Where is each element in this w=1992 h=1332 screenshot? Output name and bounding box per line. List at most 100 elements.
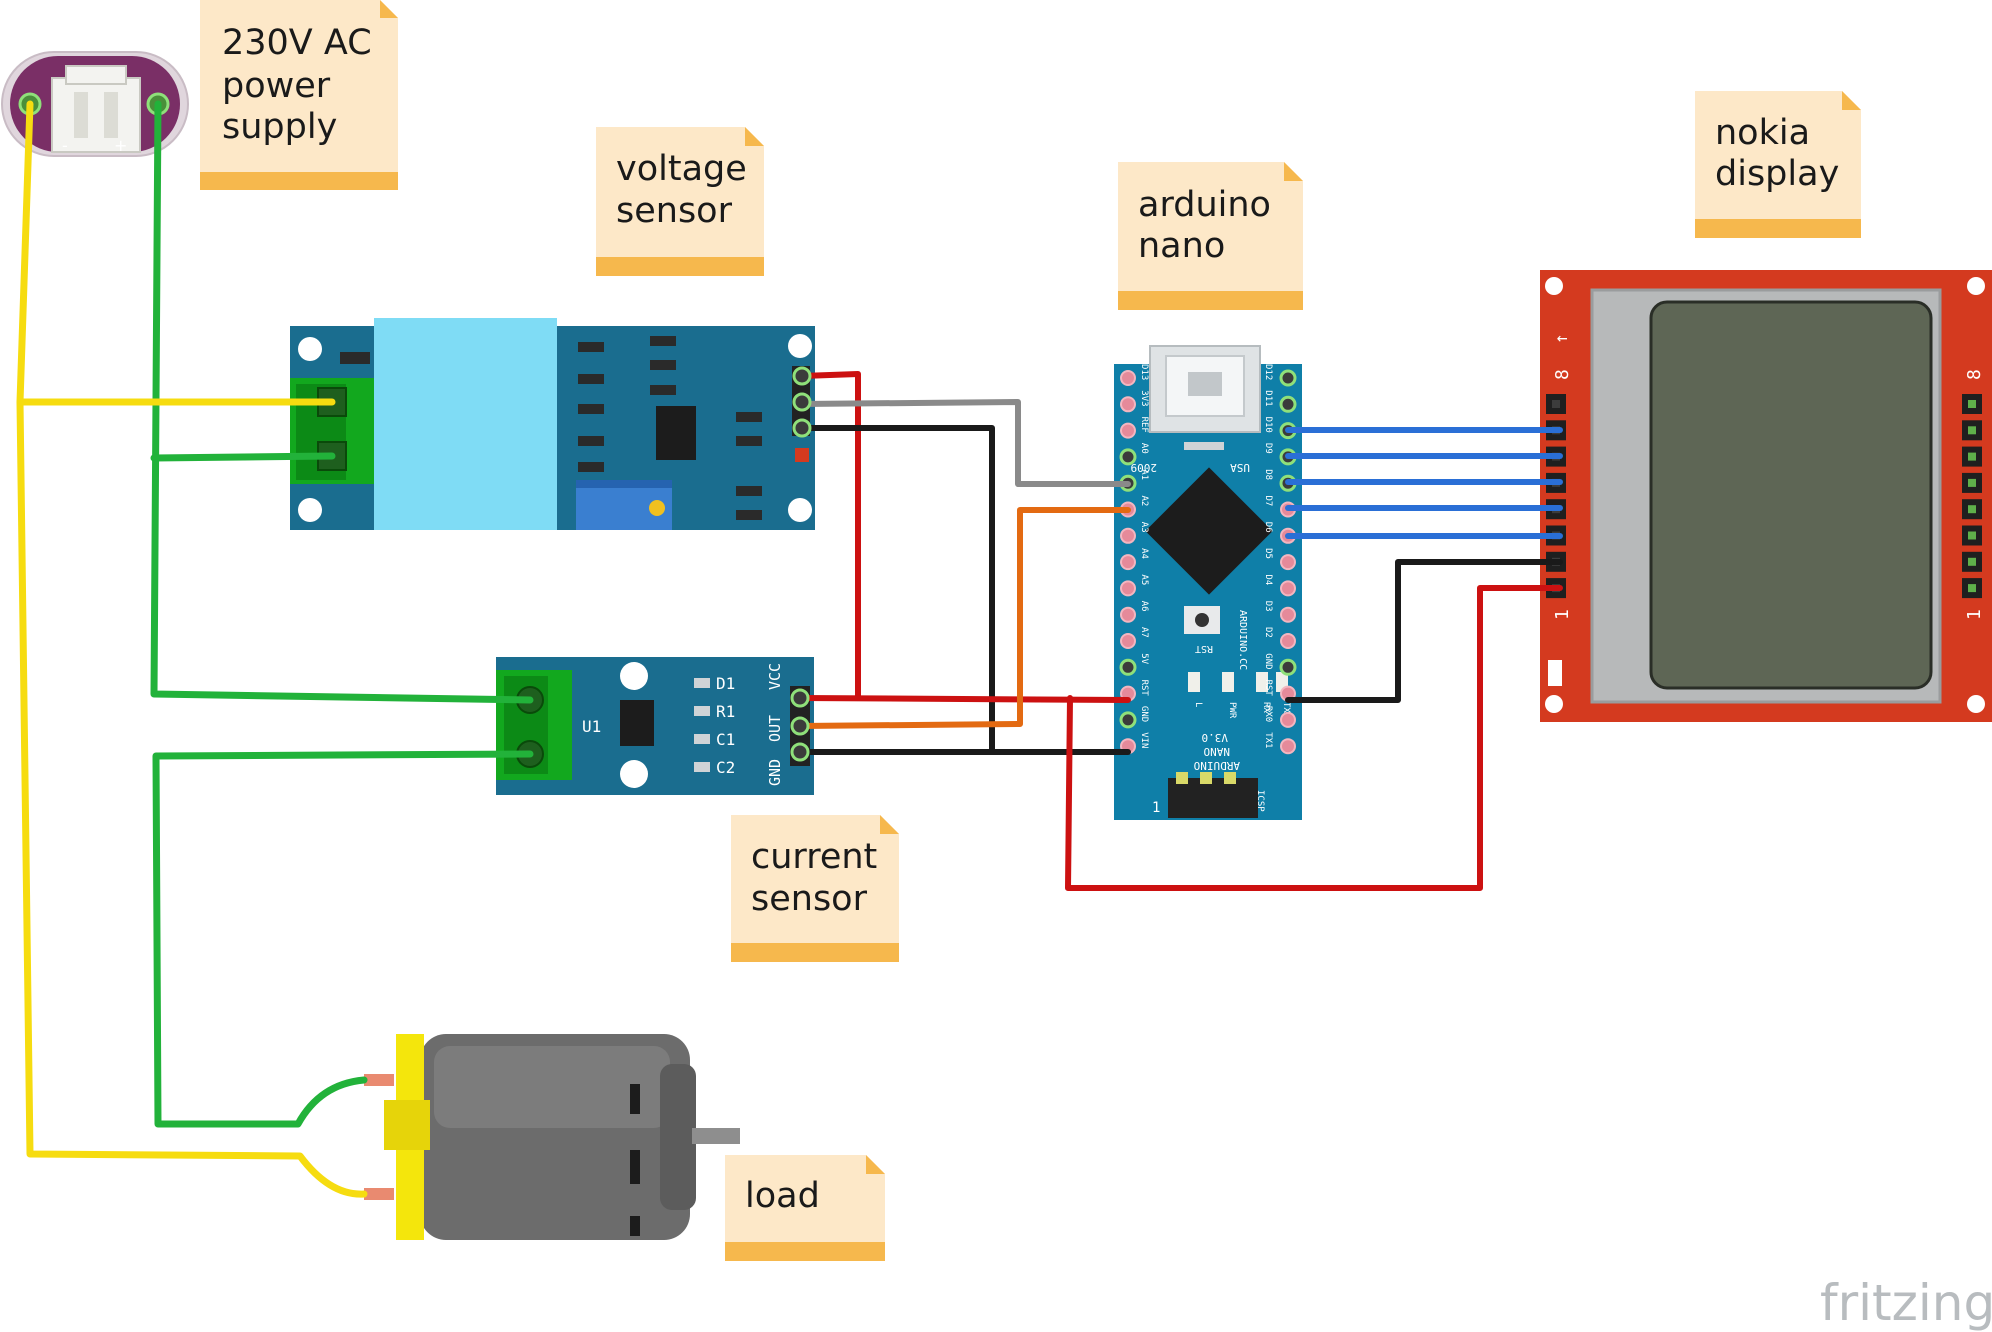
arduino-model-line-2: NANO	[1204, 745, 1231, 758]
arduino-icsp-label: ICSP	[1255, 790, 1265, 812]
power-supply-connector: - +	[1, 51, 189, 157]
arduino-pin-tx1	[1280, 738, 1296, 755]
arduino-pin-label: D4	[1263, 574, 1273, 585]
wires	[16, 100, 1563, 1198]
current-sensor-module: U1 D1 R1 C1 C2 VCC OUT GND	[496, 657, 814, 795]
wire-orange-current-out	[797, 507, 1131, 729]
note-voltage-sensor-line-2: sensor	[616, 191, 733, 231]
arduino-pin-a3	[1120, 527, 1136, 544]
arduino-pin-label: A1	[1139, 469, 1149, 480]
arduino-pin-d2	[1280, 633, 1296, 649]
arduino-pin-label: RST	[1263, 680, 1273, 697]
current-sensor-u1-label: U1	[582, 717, 601, 736]
note-voltage-sensor: voltage sensor	[596, 127, 764, 276]
arduino-pin-label: D3	[1263, 601, 1273, 612]
arduino-pin-d4	[1280, 580, 1296, 597]
arduino-led-tx-label: TX	[1281, 702, 1291, 713]
voltage-sensor-smd-parts	[578, 336, 762, 520]
nokia-header-pin-pad	[1968, 478, 1976, 487]
arduino-led-pwr-label: PWR	[1227, 702, 1237, 719]
arduino-status-leds	[1188, 672, 1288, 692]
nokia-right-pin-8-label: 8	[1964, 369, 1985, 380]
arduino-pin-label: D5	[1263, 548, 1273, 559]
arduino-pin-d3	[1280, 606, 1296, 623]
power-plus-label: +	[114, 136, 127, 155]
nokia-header-pin-pad	[1968, 426, 1976, 435]
arduino-pin-rx0	[1280, 711, 1296, 728]
wire-gray-voltage-out	[799, 399, 1131, 487]
arduino-pin-label: D8	[1263, 469, 1273, 480]
arduino-pin-ref	[1120, 422, 1136, 439]
arduino-pin-label: A3	[1139, 522, 1149, 533]
nokia-header-pin-pad	[1968, 505, 1976, 514]
voltage-sensor-pins	[792, 366, 812, 462]
note-power-supply: 230V AC power supply	[200, 0, 398, 190]
wire-yellow-psu-to-motor	[16, 100, 368, 1198]
arduino-pin-d12	[1279, 369, 1297, 387]
arduino-pin-d5	[1280, 554, 1296, 571]
arduino-pin-label: A7	[1139, 627, 1149, 638]
note-power-supply-line-3: supply	[222, 107, 337, 147]
nokia-right-pin-1-label: 1	[1964, 609, 1985, 620]
nokia-header-pin-pad	[1968, 584, 1976, 593]
note-arduino-nano-line-2: nano	[1138, 226, 1225, 266]
nokia-header-pin-pad	[1968, 531, 1976, 540]
arduino-pin-a7	[1120, 633, 1136, 649]
arduino-pin-label: GND	[1139, 706, 1149, 722]
note-current-sensor: current sensor	[731, 815, 899, 962]
nokia-header-pin-pad	[1968, 400, 1976, 408]
arduino-year-label: 2009	[1131, 461, 1158, 474]
note-current-sensor-line-1: current	[751, 837, 877, 877]
note-load-line-1: load	[745, 1176, 820, 1216]
arduino-led-rx-label: RX	[1261, 702, 1271, 713]
nokia-arrow-label: ↑	[1551, 333, 1572, 344]
note-nokia-display-line-1: nokia	[1715, 113, 1810, 153]
arduino-pin-label: D11	[1263, 390, 1273, 406]
arduino-pin-label: VIN	[1139, 732, 1149, 748]
arduino-website-label: ARDUINO.CC	[1237, 610, 1248, 670]
arduino-pin-label: D7	[1263, 496, 1273, 507]
nokia-pin-1-label: 1	[1552, 609, 1573, 620]
note-arduino-nano-line-1: arduino	[1138, 185, 1271, 225]
arduino-pin-label: A4	[1139, 548, 1149, 559]
arduino-pin-label: RX0	[1263, 706, 1273, 722]
arduino-pin-gnd	[1119, 711, 1137, 729]
arduino-pin-d11	[1279, 395, 1297, 413]
arduino-pin-3v3	[1120, 396, 1136, 413]
arduino-pin-label: A6	[1139, 601, 1149, 612]
arduino-pin-a4	[1120, 554, 1136, 571]
wire-green-current-to-motor	[152, 750, 534, 1128]
nokia-header-pin-pad	[1968, 452, 1976, 461]
note-power-supply-line-1: 230V AC	[222, 23, 372, 63]
arduino-pin-a5	[1120, 580, 1136, 597]
arduino-pin-label: GND	[1263, 653, 1273, 669]
nokia-header-pin-pad	[1552, 400, 1560, 408]
fritzing-logo: fritzing	[1820, 1274, 1992, 1332]
note-load: load	[725, 1155, 885, 1261]
current-sensor-r1-label: R1	[716, 702, 735, 721]
arduino-pin-label: D6	[1263, 522, 1273, 533]
wire-green-psu-to-current	[150, 100, 534, 704]
voltage-sensor-module	[290, 318, 815, 530]
arduino-pin-label: REF	[1139, 417, 1149, 433]
current-sensor-d1-label: D1	[716, 674, 735, 693]
arduino-pin-label: 5V	[1139, 653, 1149, 664]
arduino-pin-d13	[1120, 370, 1136, 386]
arduino-pin-label: A5	[1139, 574, 1149, 585]
load-motor	[364, 1034, 740, 1240]
wire-red-voltage-vcc	[799, 371, 861, 701]
current-sensor-c2-label: C2	[716, 758, 735, 777]
current-sensor-vcc-label: VCC	[766, 663, 784, 690]
note-arduino-nano: arduino nano	[1118, 162, 1303, 310]
arduino-rst-button-label: RST	[1195, 643, 1213, 654]
current-sensor-gnd-label: GND	[766, 759, 784, 786]
nokia-right-header	[1962, 394, 1982, 599]
current-sensor-out-label: OUT	[766, 715, 784, 742]
wire-red-5v-to-nokia	[1065, 585, 1563, 891]
current-sensor-c1-label: C1	[716, 730, 735, 749]
arduino-pin-label: TX1	[1263, 732, 1273, 748]
